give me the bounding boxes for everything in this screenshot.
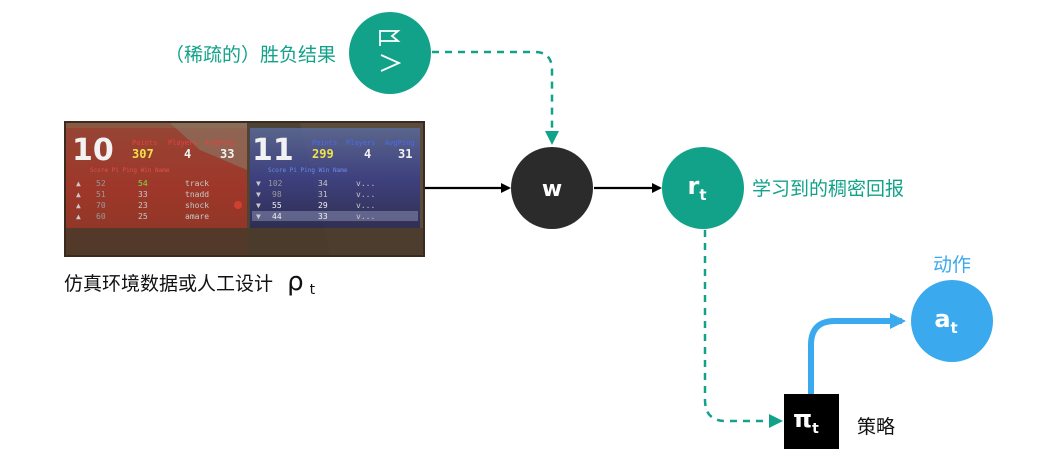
blue-player-rows: ▼ 102 34 v... ▼ 98 31 v... ▼ 55 29 v... … [252, 179, 418, 221]
action-label: 动作 [933, 254, 971, 276]
a-symbol: a [934, 305, 950, 333]
blue-row-name: v... [356, 212, 375, 221]
blue-row-name: v... [356, 201, 375, 210]
red-players: 4 [184, 147, 191, 161]
blue-row-ping: 29 [318, 201, 328, 210]
blue-row-score: 55 [272, 201, 282, 210]
policy-node: πt [784, 394, 839, 449]
red-row-score: 52 [96, 179, 106, 188]
blue-row: ▼ [256, 190, 261, 199]
red-ping: 33 [220, 147, 234, 161]
sparse-outcome-label: （稀疏的）胜负结果 [165, 44, 336, 66]
red-player-rows: ▲ 52 54 track ▲ 51 33 tnadd ▲ 70 23 shoc… [76, 179, 209, 221]
red-col-header: Score Pi Ping Win Name [90, 167, 170, 174]
blue-players: 4 [364, 147, 371, 161]
red-row: ▲ [76, 179, 81, 188]
red-row-name: amare [185, 212, 209, 221]
blue-row-ping: 33 [318, 212, 328, 221]
sim-data-text: 仿真环境数据或人工设计 [64, 273, 273, 295]
w-node: w [511, 147, 593, 229]
game-scoreboard-image: 10 Points Players AvgPing 307 4 33 Score… [64, 121, 425, 257]
red-points: 307 [132, 147, 154, 161]
blue-row-score: 102 [268, 179, 283, 188]
blue-row-score: 44 [272, 212, 282, 221]
blue-row: ▼ [256, 201, 261, 210]
blue-highlight-row [252, 211, 418, 221]
red-row-ping: 54 [138, 179, 148, 188]
red-header-ping: AvgPing [205, 139, 235, 147]
r-symbol: r [687, 172, 699, 200]
blue-row: ▼ [256, 179, 261, 188]
blue-header-ping: AvgPing [385, 139, 415, 147]
blue-team-score: 11 [252, 133, 294, 168]
red-header-players: Players [168, 139, 198, 147]
a-label: at [934, 305, 957, 337]
red-row-name: shock [185, 201, 209, 210]
red-row-ping: 25 [138, 212, 148, 221]
pi-label: πt [793, 405, 819, 437]
pi-symbol: π [793, 405, 812, 433]
blue-col-header: Score Pi Ping Win Name [268, 167, 348, 174]
outcome-node [349, 12, 431, 94]
r-subscript: t [699, 186, 706, 204]
red-row: ▲ [76, 201, 81, 210]
red-row-name: tnadd [185, 190, 209, 199]
a-subscript: t [951, 319, 958, 337]
blue-header-players: Players [346, 139, 376, 147]
r-label: rt [687, 172, 706, 204]
red-row: ▲ [76, 190, 81, 199]
policy-label: 策略 [857, 416, 895, 438]
sim-data-label: 仿真环境数据或人工设计 ρ t [64, 267, 316, 298]
blue-points: 299 [312, 147, 334, 161]
blue-row-ping: 34 [318, 179, 328, 188]
blue-header-points: Points [312, 139, 337, 147]
dense-reward-label: 学习到的稠密回报 [752, 178, 904, 200]
blue-row-name: v... [356, 190, 375, 199]
red-team-score: 10 [72, 133, 114, 168]
outcome-to-w-arrow [432, 50, 559, 145]
red-row-ping: 23 [138, 201, 148, 210]
red-row-name: track [185, 179, 209, 188]
red-row: ▲ [76, 212, 81, 221]
w-label: w [542, 177, 562, 202]
red-row-score: 60 [96, 212, 106, 221]
action-node: at [911, 280, 993, 362]
red-row-score: 51 [96, 190, 106, 199]
rho-symbol: ρ [287, 267, 304, 297]
pi-subscript: t [812, 421, 819, 437]
blue-ping: 31 [398, 147, 412, 161]
red-row-score: 70 [96, 201, 106, 210]
red-header-points: Points [132, 139, 157, 147]
flag-and-greater-than-icon [379, 30, 402, 72]
blue-row: ▼ [256, 212, 261, 221]
red-row-ping: 33 [138, 190, 148, 199]
rho-subscript: t [310, 282, 316, 298]
blue-row-score: 98 [272, 190, 282, 199]
blue-row-name: v... [356, 179, 375, 188]
policy-to-action-arrow [808, 313, 906, 394]
r-node: rt [662, 147, 744, 229]
blue-row-ping: 31 [318, 190, 328, 199]
r-to-policy-arrow [703, 230, 783, 428]
